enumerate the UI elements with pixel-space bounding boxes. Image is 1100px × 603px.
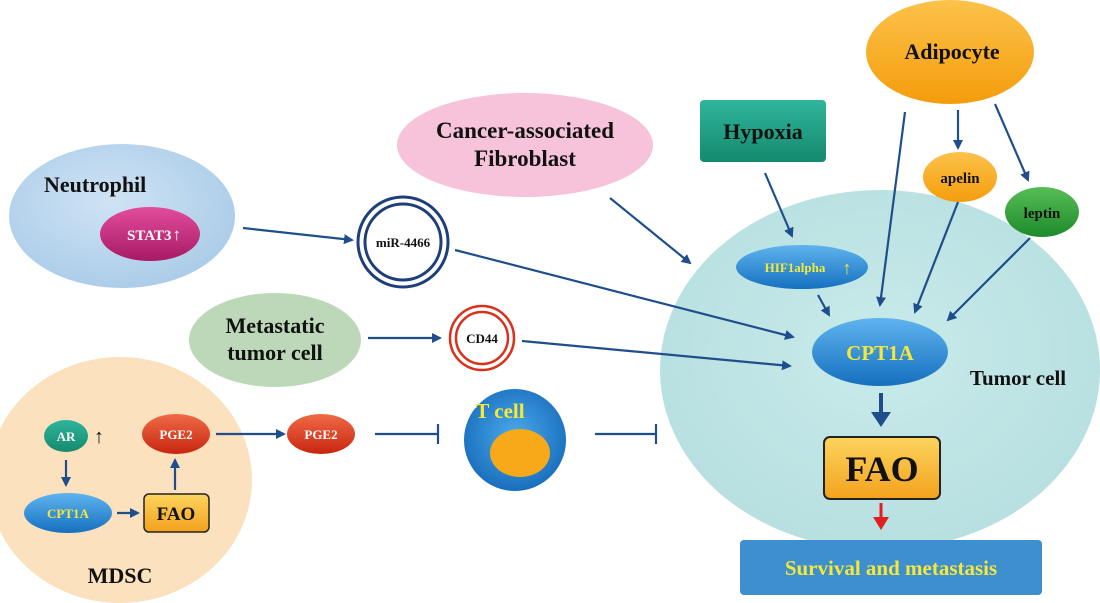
cpt1a-mdsc-node bbox=[24, 493, 112, 533]
arrow-hypoxia-hif bbox=[763, 172, 794, 238]
pge2-mdsc-label: PGE2 bbox=[159, 427, 192, 442]
ar-up-arrow: ↑ bbox=[94, 426, 104, 448]
hif-node bbox=[736, 245, 868, 289]
ar-node bbox=[44, 420, 88, 452]
hypoxia-box bbox=[700, 100, 826, 162]
pge2-label: PGE2 bbox=[304, 427, 337, 442]
hypoxia-label: Hypoxia bbox=[723, 119, 802, 144]
metastatic-cell bbox=[189, 293, 361, 387]
arrow-leptin-cpt1a bbox=[946, 237, 1031, 322]
arrow-adipocyte-leptin bbox=[993, 103, 1030, 182]
arrow-neutrophil-mir bbox=[242, 226, 354, 245]
cd44-label: CD44 bbox=[466, 331, 498, 346]
caf-label-line1: Cancer-associated bbox=[436, 118, 614, 143]
adipocyte-label: Adipocyte bbox=[904, 39, 1000, 64]
metastatic-label-line1: Metastatic bbox=[226, 313, 325, 338]
ar-label: AR bbox=[57, 429, 76, 444]
cd44-node-inner bbox=[454, 310, 510, 366]
caf-label-line2: Fibroblast bbox=[474, 146, 576, 171]
survival-label: Survival and metastasis bbox=[785, 556, 997, 580]
fao-tumor-label: FAO bbox=[845, 449, 918, 489]
cpt1a-tumor-node bbox=[812, 318, 948, 386]
mir-node-inner bbox=[363, 202, 443, 282]
fao-mdsc-box bbox=[143, 493, 210, 533]
arrow-fao-survival-head bbox=[873, 517, 889, 530]
survival-box bbox=[740, 540, 1042, 595]
neutrophil-label: Neutrophil bbox=[44, 172, 146, 197]
arrow-group bbox=[61, 103, 1031, 518]
tumor-cell-label: Tumor cell bbox=[970, 366, 1066, 390]
arrow-hif-cpt1a bbox=[817, 294, 830, 317]
cpt1a-mdsc-label: CPT1A bbox=[47, 506, 90, 521]
mdsc-label: MDSC bbox=[88, 563, 153, 588]
stat3-node bbox=[100, 207, 200, 261]
fao-tumor-box bbox=[823, 436, 941, 500]
arrow-cpt1a-fao-tumor-head bbox=[871, 412, 891, 427]
apelin-node bbox=[923, 152, 997, 202]
cpt1a-tumor-label: CPT1A bbox=[846, 341, 915, 365]
arrow-adipocyte-cpt1a bbox=[876, 111, 907, 307]
caf-cell bbox=[397, 93, 653, 197]
apelin-label: apelin bbox=[940, 171, 980, 187]
arrow-cd44-cpt1a bbox=[521, 339, 792, 371]
arrow-apelin-cpt1a bbox=[913, 201, 960, 314]
metastatic-label-line2: tumor cell bbox=[227, 340, 323, 365]
hif-label: HIF1alpha bbox=[765, 260, 826, 275]
hif-up-arrow: ↑ bbox=[843, 258, 852, 278]
stat3-label: STAT3↑ bbox=[127, 225, 181, 244]
arrow-mir-cpt1a bbox=[454, 248, 795, 340]
tcell-nucleus bbox=[490, 429, 550, 477]
pge2-mdsc-node bbox=[142, 414, 210, 454]
leptin-label: leptin bbox=[1024, 206, 1061, 222]
tcell-label: T cell bbox=[475, 399, 524, 423]
mir-label: miR-4466 bbox=[376, 235, 431, 250]
arrow-caf-tumor bbox=[609, 197, 692, 265]
pge2-node bbox=[287, 414, 355, 454]
fao-mdsc-label: FAO bbox=[157, 504, 196, 525]
adipocyte-cell bbox=[866, 0, 1034, 104]
leptin-node bbox=[1005, 187, 1079, 237]
